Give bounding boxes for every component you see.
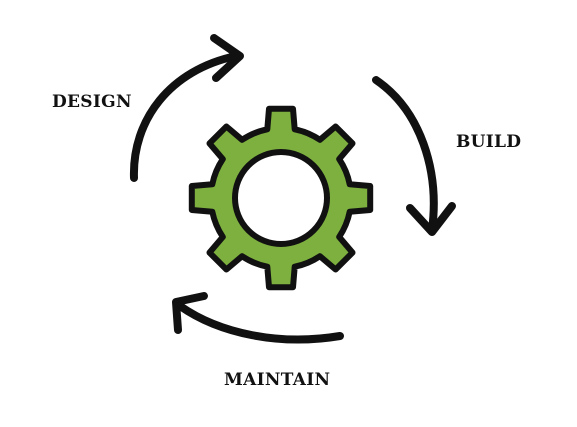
- gear-hole: [232, 149, 330, 247]
- arrow-design-icon: [129, 34, 244, 182]
- gear-icon: [188, 105, 374, 291]
- label-maintain: MAINTAIN: [224, 370, 331, 390]
- label-build: BUILD: [456, 132, 522, 152]
- arrow-build-icon: [372, 76, 456, 236]
- label-design: DESIGN: [52, 92, 132, 112]
- arrow-maintain-icon: [172, 292, 344, 344]
